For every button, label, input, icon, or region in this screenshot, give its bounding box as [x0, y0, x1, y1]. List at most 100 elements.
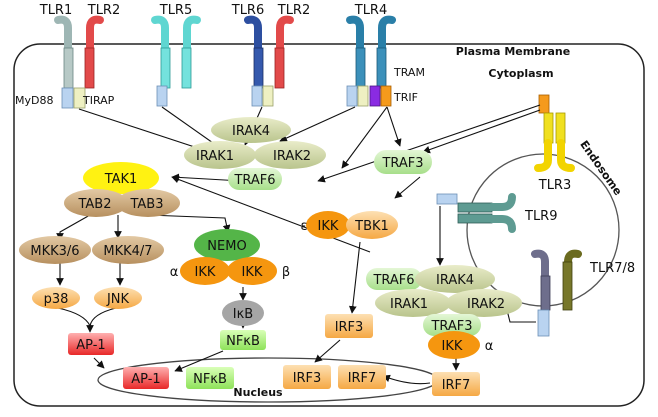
tram-label: TRAM [393, 66, 425, 79]
ikk-alpha-endo-node [428, 331, 480, 359]
p38-label: p38 [44, 292, 69, 307]
p38-node [32, 287, 80, 309]
tlr78-receptor [531, 249, 582, 337]
irf7-nuclear-label: IRF7 [348, 371, 377, 386]
tlr4-tirap-adaptor [357, 85, 369, 107]
tab2-label: TAB2 [77, 197, 111, 212]
traf3-label: TRAF3 [381, 156, 423, 171]
tlr5-label: TLR5 [159, 3, 193, 18]
alpha-symbol: α [170, 265, 179, 280]
ikk-alpha-node [180, 257, 230, 285]
irak-complex [184, 117, 326, 190]
ikb-node [222, 300, 264, 326]
plasma-membrane [13, 43, 645, 407]
ikk-epsilon-label: IKK [318, 219, 339, 234]
ap1-label: AP-1 [76, 338, 105, 353]
ikk-alpha-endo-label: IKK [442, 339, 463, 354]
irf7-node [432, 372, 480, 396]
nemo-node [194, 229, 260, 261]
tlr4-label: TLR4 [354, 3, 388, 18]
tlr1-tlr2-receptor [54, 15, 104, 89]
irak1-node [184, 141, 256, 169]
irak4-endo-label: IRAK4 [436, 273, 474, 288]
traf3-node [374, 150, 432, 174]
tlr6-tirap-adaptor [262, 85, 274, 107]
tirap-label: TIRAP [82, 94, 115, 107]
beta-symbol: β [282, 265, 290, 280]
tbk1-node [346, 211, 398, 239]
trif-label: TRIF [393, 91, 418, 104]
epsilon-symbol: ε [300, 219, 307, 234]
tirap-adaptor [73, 87, 86, 109]
ap1-nuclear-node [123, 367, 169, 389]
tlr5-receptor [151, 15, 201, 89]
tlr1-label: TLR1 [39, 3, 73, 18]
nucleus-label: Nucleus [233, 386, 283, 399]
mkk36-label: MKK3/6 [30, 244, 79, 259]
tak1-node [83, 162, 159, 194]
traf6-node [228, 168, 282, 190]
ikk-alpha-label: IKK [195, 265, 216, 280]
ap1-node [68, 333, 114, 355]
tram-adaptor [369, 85, 381, 107]
ikk-epsilon-node [306, 211, 350, 239]
traf6-endo-node [366, 268, 422, 290]
irak4-node [211, 117, 291, 143]
tbk1-label: TBK1 [354, 219, 389, 234]
tlr2-label-b: TLR2 [277, 3, 311, 18]
nfkb-node [220, 330, 266, 350]
myd88-adaptor [61, 87, 74, 109]
irf3-nuclear-label: IRF3 [293, 371, 322, 386]
tlr9-label: TLR9 [524, 209, 558, 224]
tlr78-label: TLR7/8 [589, 261, 635, 276]
traf3-endo-node [423, 314, 481, 336]
tab3-label: TAB3 [129, 197, 163, 212]
tlr6-myd88-adaptor [251, 85, 263, 107]
tlr6-tlr2-receptor [244, 15, 294, 89]
trif-adaptor [380, 85, 392, 107]
traf6-label: TRAF6 [233, 173, 275, 188]
irak4-endo-node [415, 265, 495, 293]
nfkb-nuclear-node [186, 367, 234, 389]
ikk-beta-node [227, 257, 277, 285]
jnk-label: JNK [106, 292, 130, 307]
irak2-label: IRAK2 [273, 149, 311, 164]
irak1-label: IRAK1 [196, 149, 234, 164]
tak1-label: TAK1 [104, 172, 138, 187]
tlr3-label: TLR3 [538, 178, 572, 193]
alpha-symbol-endo: α [485, 339, 494, 354]
ikb-label: IκB [233, 307, 253, 322]
irf3-node [325, 314, 373, 338]
irak4-label: IRAK4 [232, 124, 270, 139]
irak2-endo-node [446, 289, 522, 317]
irf3-label: IRF3 [335, 320, 364, 335]
irf3-nuclear-node [283, 365, 331, 389]
traf6-endo-label: TRAF6 [372, 273, 414, 288]
ikk-beta-label: IKK [242, 265, 263, 280]
myd88-label: MyD88 [15, 94, 53, 107]
endosomal-signaling-complex [366, 265, 522, 359]
mkk36-node [19, 236, 91, 264]
ap1-nuclear-label: AP-1 [131, 372, 160, 387]
cytoplasm-label: Cytoplasm [488, 67, 553, 80]
tlr2-label-a: TLR2 [87, 3, 121, 18]
irak2-node [254, 141, 326, 169]
tlr5-myd88-adaptor [156, 85, 168, 107]
tlr9-receptor [436, 193, 516, 233]
nfkb-nuclear-label: NFκB [193, 372, 227, 387]
nemo-label: NEMO [207, 239, 246, 254]
mkk47-label: MKK4/7 [103, 244, 152, 259]
traf3-endo-label: TRAF3 [430, 319, 472, 334]
jnk-node [94, 287, 142, 309]
mkk47-node [92, 236, 164, 264]
nfkb-label: NFκB [226, 334, 260, 349]
tlr3-receptor [534, 94, 575, 172]
irak1-endo-label: IRAK1 [390, 297, 428, 312]
endosome-label: Endosome [577, 138, 624, 198]
irf7-nuclear-node [338, 365, 386, 389]
tlr4-myd88-adaptor [346, 85, 358, 107]
plasma-membrane-label: Plasma Membrane [456, 45, 570, 58]
tlr6-label: TLR6 [231, 3, 265, 18]
